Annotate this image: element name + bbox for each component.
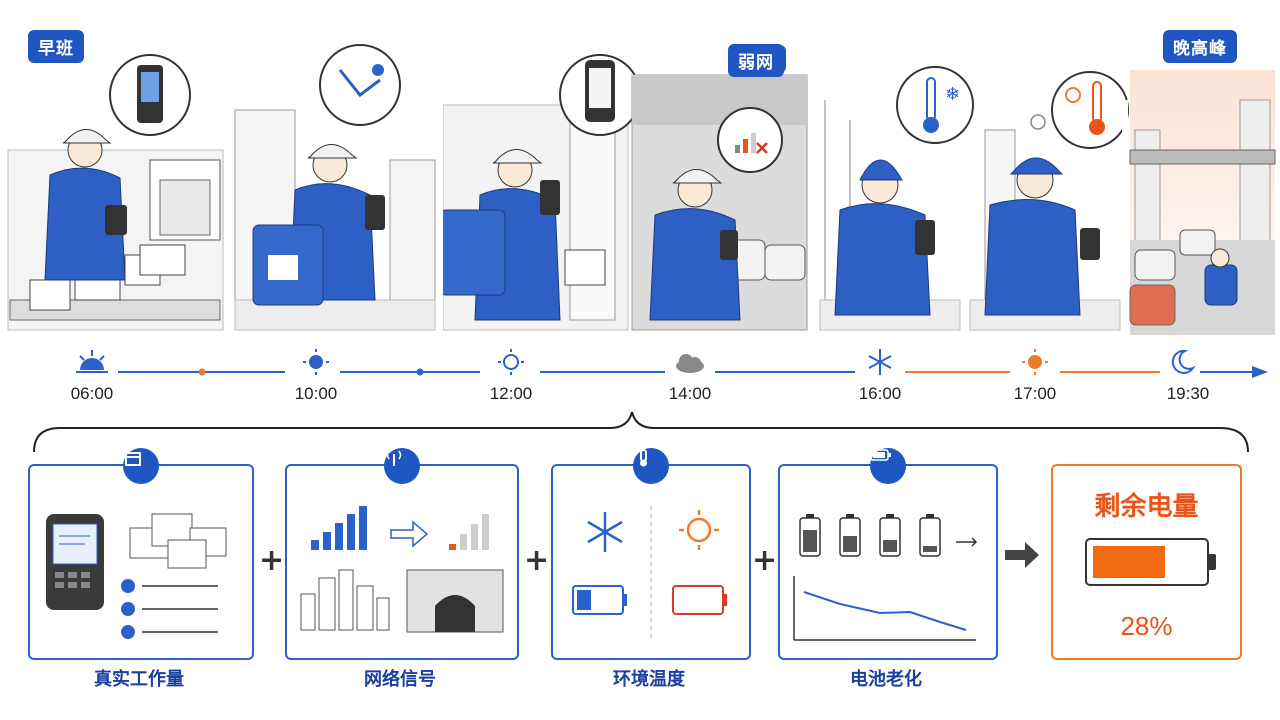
factor-label-battery-aging: 电池老化: [850, 669, 922, 690]
badge-rush-hour: 晚高峰: [1163, 30, 1237, 63]
antenna-icon: [384, 448, 420, 484]
battery-icon: [870, 448, 906, 484]
aging-trend-line: [803, 591, 967, 631]
curly-brace: [33, 411, 1249, 453]
result-arrow-icon: [1005, 542, 1039, 568]
time-label: 16:00: [858, 384, 902, 403]
sun-icon: [1022, 349, 1048, 375]
scene-street: [234, 44, 436, 331]
scene-entrance: [439, 54, 641, 331]
package-icon: [123, 448, 159, 484]
timeline-dot: [198, 368, 206, 376]
timeline: [76, 349, 1268, 378]
panel-network: [285, 448, 519, 660]
sunrise-icon: [76, 350, 108, 373]
plus-operator: +: [259, 543, 285, 578]
cloud-icon: [676, 354, 704, 373]
plus-operator: +: [524, 543, 550, 578]
battery-fill-level: [1093, 546, 1165, 578]
scene-strip: ❄: [7, 44, 1276, 335]
badge-morning: 早班: [28, 30, 84, 63]
sun-icon: [303, 349, 329, 375]
panel-workload: [28, 448, 254, 660]
scene-warehouse: [7, 54, 224, 331]
time-label: 14:00: [668, 384, 712, 403]
snowflake-icon: [868, 349, 892, 375]
time-label: 17:00: [1013, 384, 1057, 403]
scene-traffic: [1129, 70, 1276, 335]
thermometer-icon: [633, 448, 669, 484]
factor-label-network: 网络信号: [364, 669, 436, 690]
result-panel: 剩余电量 28%: [1051, 464, 1242, 660]
svg-text:❄: ❄: [945, 84, 960, 105]
time-label: 10:00: [294, 384, 338, 403]
remaining-battery-gauge: [1085, 538, 1216, 586]
time-label: 12:00: [489, 384, 533, 403]
factor-label-workload: 真实工作量: [94, 669, 184, 690]
moon-icon: [1171, 349, 1196, 374]
panel-battery-aging: [778, 448, 998, 660]
result-percent: 28%: [1120, 611, 1173, 641]
scene-hot: [969, 71, 1129, 331]
plus-operator: +: [752, 543, 778, 578]
factor-label-temperature: 环境温度: [613, 669, 685, 690]
scene-garage: [631, 45, 808, 331]
timeline-dot: [416, 368, 424, 376]
badge-weak-network: 弱网: [728, 44, 784, 77]
sun-icon: [498, 349, 524, 375]
result-title: 剩余电量: [1094, 492, 1199, 522]
scene-winter: ❄: [819, 66, 974, 331]
time-label: 19:30: [1166, 384, 1210, 403]
time-label: 06:00: [70, 384, 114, 403]
checklist: [121, 579, 135, 639]
panel-temperature: [551, 448, 751, 660]
